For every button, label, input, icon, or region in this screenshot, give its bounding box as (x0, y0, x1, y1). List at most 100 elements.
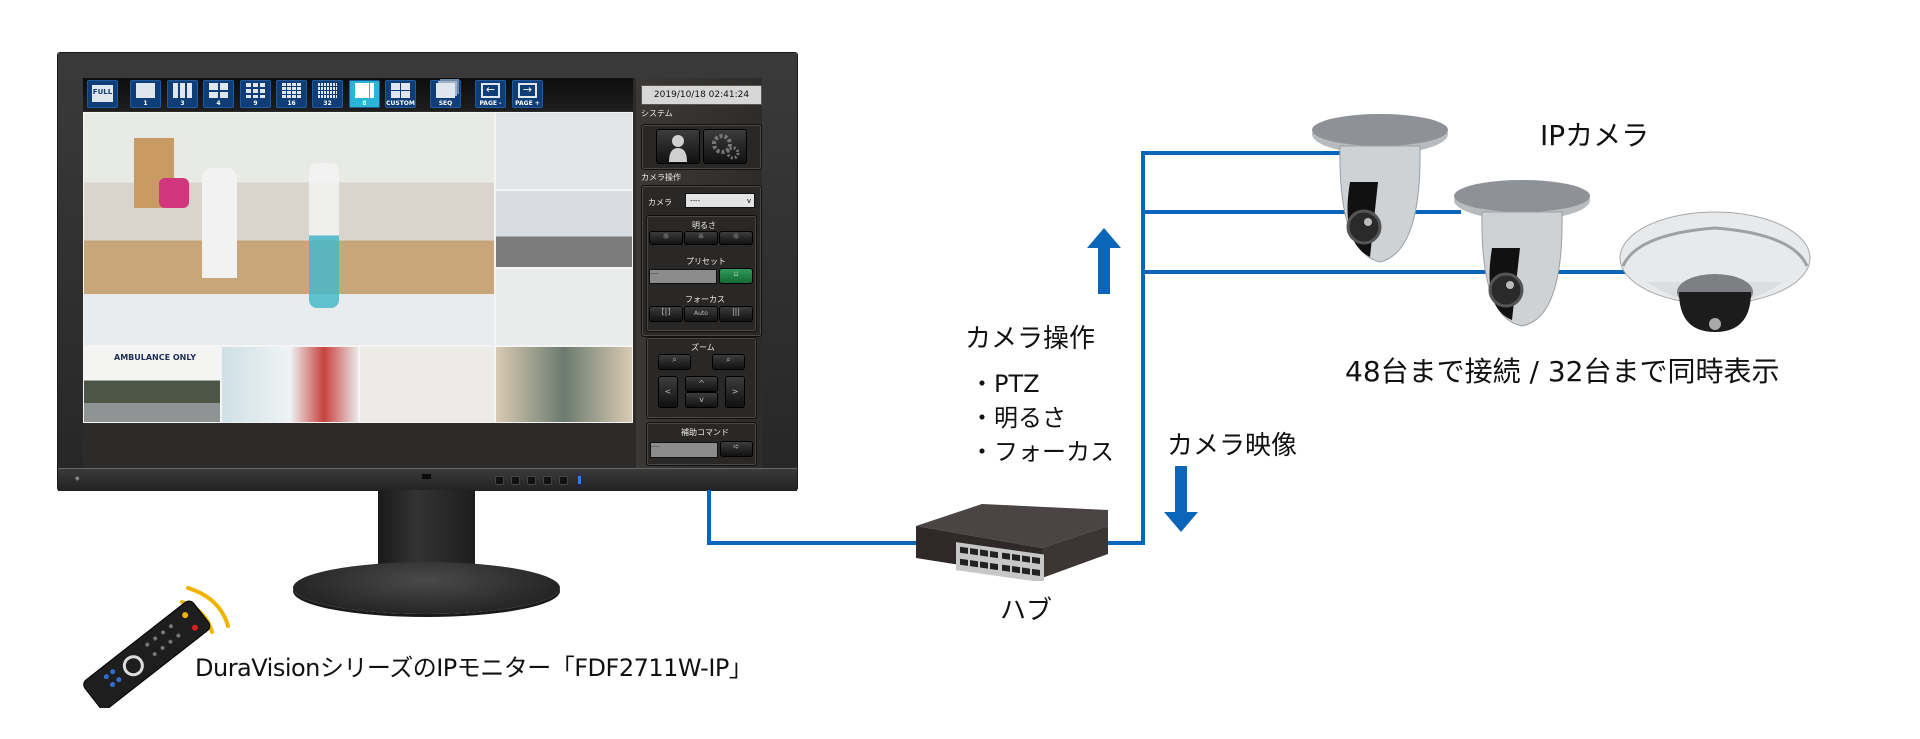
camera-1-cable (1141, 151, 1341, 155)
tilt-up-button[interactable]: ^ (686, 377, 717, 391)
dpad-icon (122, 655, 144, 677)
page-next-button[interactable]: →PAGE + (512, 80, 543, 108)
power-button[interactable] (560, 477, 567, 484)
user-icon (669, 135, 687, 162)
camera-control-label: カメラ操作 (965, 324, 1096, 354)
layout-16-icon (282, 83, 301, 98)
camera-select[interactable]: ----v (685, 193, 755, 208)
camera-feed-6[interactable] (221, 346, 359, 423)
sensor-window (422, 474, 431, 479)
control-item-ptz: ・PTZ (970, 370, 1040, 398)
camera-label: カメラ (648, 198, 672, 207)
dome-camera (1619, 211, 1811, 332)
brightness-reset-button[interactable]: ☼ (685, 232, 717, 244)
input-down-button[interactable] (528, 477, 535, 484)
focus-auto-button[interactable]: Auto (685, 307, 717, 321)
home-icon: ⌂ (733, 269, 739, 278)
layout-4-icon (209, 83, 228, 98)
volume-up-button[interactable] (512, 477, 519, 484)
monitor-caption: DuraVisionシリーズのIPモニター「FDF2711W-IP」 (195, 654, 753, 682)
layout-32-button[interactable]: 32 (312, 80, 343, 108)
camera-video-label: カメラ映像 (1167, 431, 1298, 461)
brightness-down-button[interactable]: ☼ (650, 232, 682, 244)
input-up-button[interactable] (544, 477, 551, 484)
zoom-in-button[interactable]: ⌕ (713, 355, 744, 369)
camera-3-cable (1141, 270, 1631, 274)
hub-uplink-cable (1108, 541, 1145, 545)
preset-field[interactable]: ---- (649, 269, 717, 284)
camera-feed-8[interactable] (495, 346, 633, 423)
preset-label: プリセット (686, 257, 726, 266)
camera-ops-label: カメラ操作 (641, 173, 681, 182)
camera-capacity-caption: 48台まで接続 / 32台まで同時表示 (1345, 355, 1780, 388)
aux-command-label: 補助コマンド (681, 428, 729, 437)
focus-label: フォーカス (685, 295, 725, 304)
camera-feed-4[interactable] (495, 268, 633, 346)
zoom-label: ズーム (691, 343, 715, 352)
monitor-stand-neck (378, 490, 475, 575)
camera-feed-5[interactable]: AMBULANCE ONLY (83, 346, 221, 423)
sequence-button[interactable]: SEQ (430, 80, 461, 108)
layout-16-button[interactable]: 16 (276, 80, 307, 108)
zoom-out-button[interactable]: ⌕ (659, 355, 690, 369)
camera-send-icon: ➪ (733, 442, 740, 451)
layout-9-icon (246, 83, 265, 98)
full-button[interactable]: FULL (87, 80, 118, 108)
arrow-left-icon: ← (481, 83, 500, 98)
camera-feed-7[interactable] (359, 346, 495, 423)
chevron-down-icon: v (746, 197, 751, 205)
power-led (578, 476, 581, 484)
monitor-cable-vertical (707, 490, 711, 545)
walking-nurse-figure (309, 163, 339, 308)
nurse-figure (159, 178, 189, 208)
ptz-camera-1 (1312, 114, 1448, 263)
layout-9-button[interactable]: 9 (240, 80, 271, 108)
layout-3-icon (173, 83, 192, 98)
pan-right-button[interactable]: > (726, 377, 744, 407)
video-grid: AMBULANCE ONLY (83, 112, 633, 423)
sun-icon: ☼ (697, 232, 705, 241)
arrow-up-icon (1087, 228, 1121, 294)
network-hub (916, 504, 1108, 581)
sun-icon: ☼ (662, 232, 670, 241)
sequence-icon (436, 83, 455, 98)
layout-3-button[interactable]: 3 (167, 80, 198, 108)
focus-far-button[interactable]: ||| (720, 307, 752, 321)
camera-bus-cable (1141, 151, 1145, 545)
gear-icon (712, 134, 740, 160)
user-button[interactable] (657, 130, 699, 163)
remote-control (83, 586, 230, 708)
doctor-figure (202, 168, 237, 278)
layout-8-button[interactable]: 8 (349, 80, 380, 108)
preset-home-button[interactable]: ⌂ (720, 269, 752, 283)
aux-send-button[interactable]: ➪ (721, 442, 752, 456)
control-item-focus: ・フォーカス (970, 438, 1114, 466)
lens-icon (1346, 209, 1382, 245)
layout-1-icon (136, 83, 155, 98)
aux-command-field[interactable]: ---- (650, 442, 718, 458)
magnifier-minus-icon: ⌕ (672, 355, 677, 364)
layout-toolbar: FULL 1 3 4 9 16 32 8 CUSTOM SEQ ←PAGE - … (83, 78, 633, 111)
focus-near-icon: [|] (661, 307, 671, 316)
settings-button[interactable] (704, 130, 746, 163)
volume-down-button[interactable] (496, 477, 503, 484)
pan-left-button[interactable]: < (659, 377, 677, 407)
camera-feed-2[interactable] (495, 112, 633, 190)
hub-ports-icon (960, 546, 1040, 576)
hub-label: ハブ (1000, 596, 1053, 626)
camera-feed-main[interactable] (83, 112, 495, 346)
arrow-right-icon: → (518, 83, 537, 98)
monitor-cable-horizontal (707, 541, 917, 545)
monitor-stand-base (293, 562, 560, 614)
custom-layout-button[interactable]: CUSTOM (385, 80, 416, 108)
focus-near-button[interactable]: [|] (650, 307, 682, 321)
layout-1-button[interactable]: 1 (130, 80, 161, 108)
page-prev-button[interactable]: ←PAGE - (475, 80, 506, 108)
focus-far-icon: ||| (731, 307, 741, 316)
brightness-up-button[interactable]: ☼ (720, 232, 752, 244)
magnifier-plus-icon: ⌕ (726, 355, 731, 364)
layout-4-button[interactable]: 4 (203, 80, 234, 108)
ptz-camera-2 (1454, 180, 1590, 327)
camera-feed-3[interactable] (495, 190, 633, 268)
tilt-down-button[interactable]: v (686, 393, 717, 407)
